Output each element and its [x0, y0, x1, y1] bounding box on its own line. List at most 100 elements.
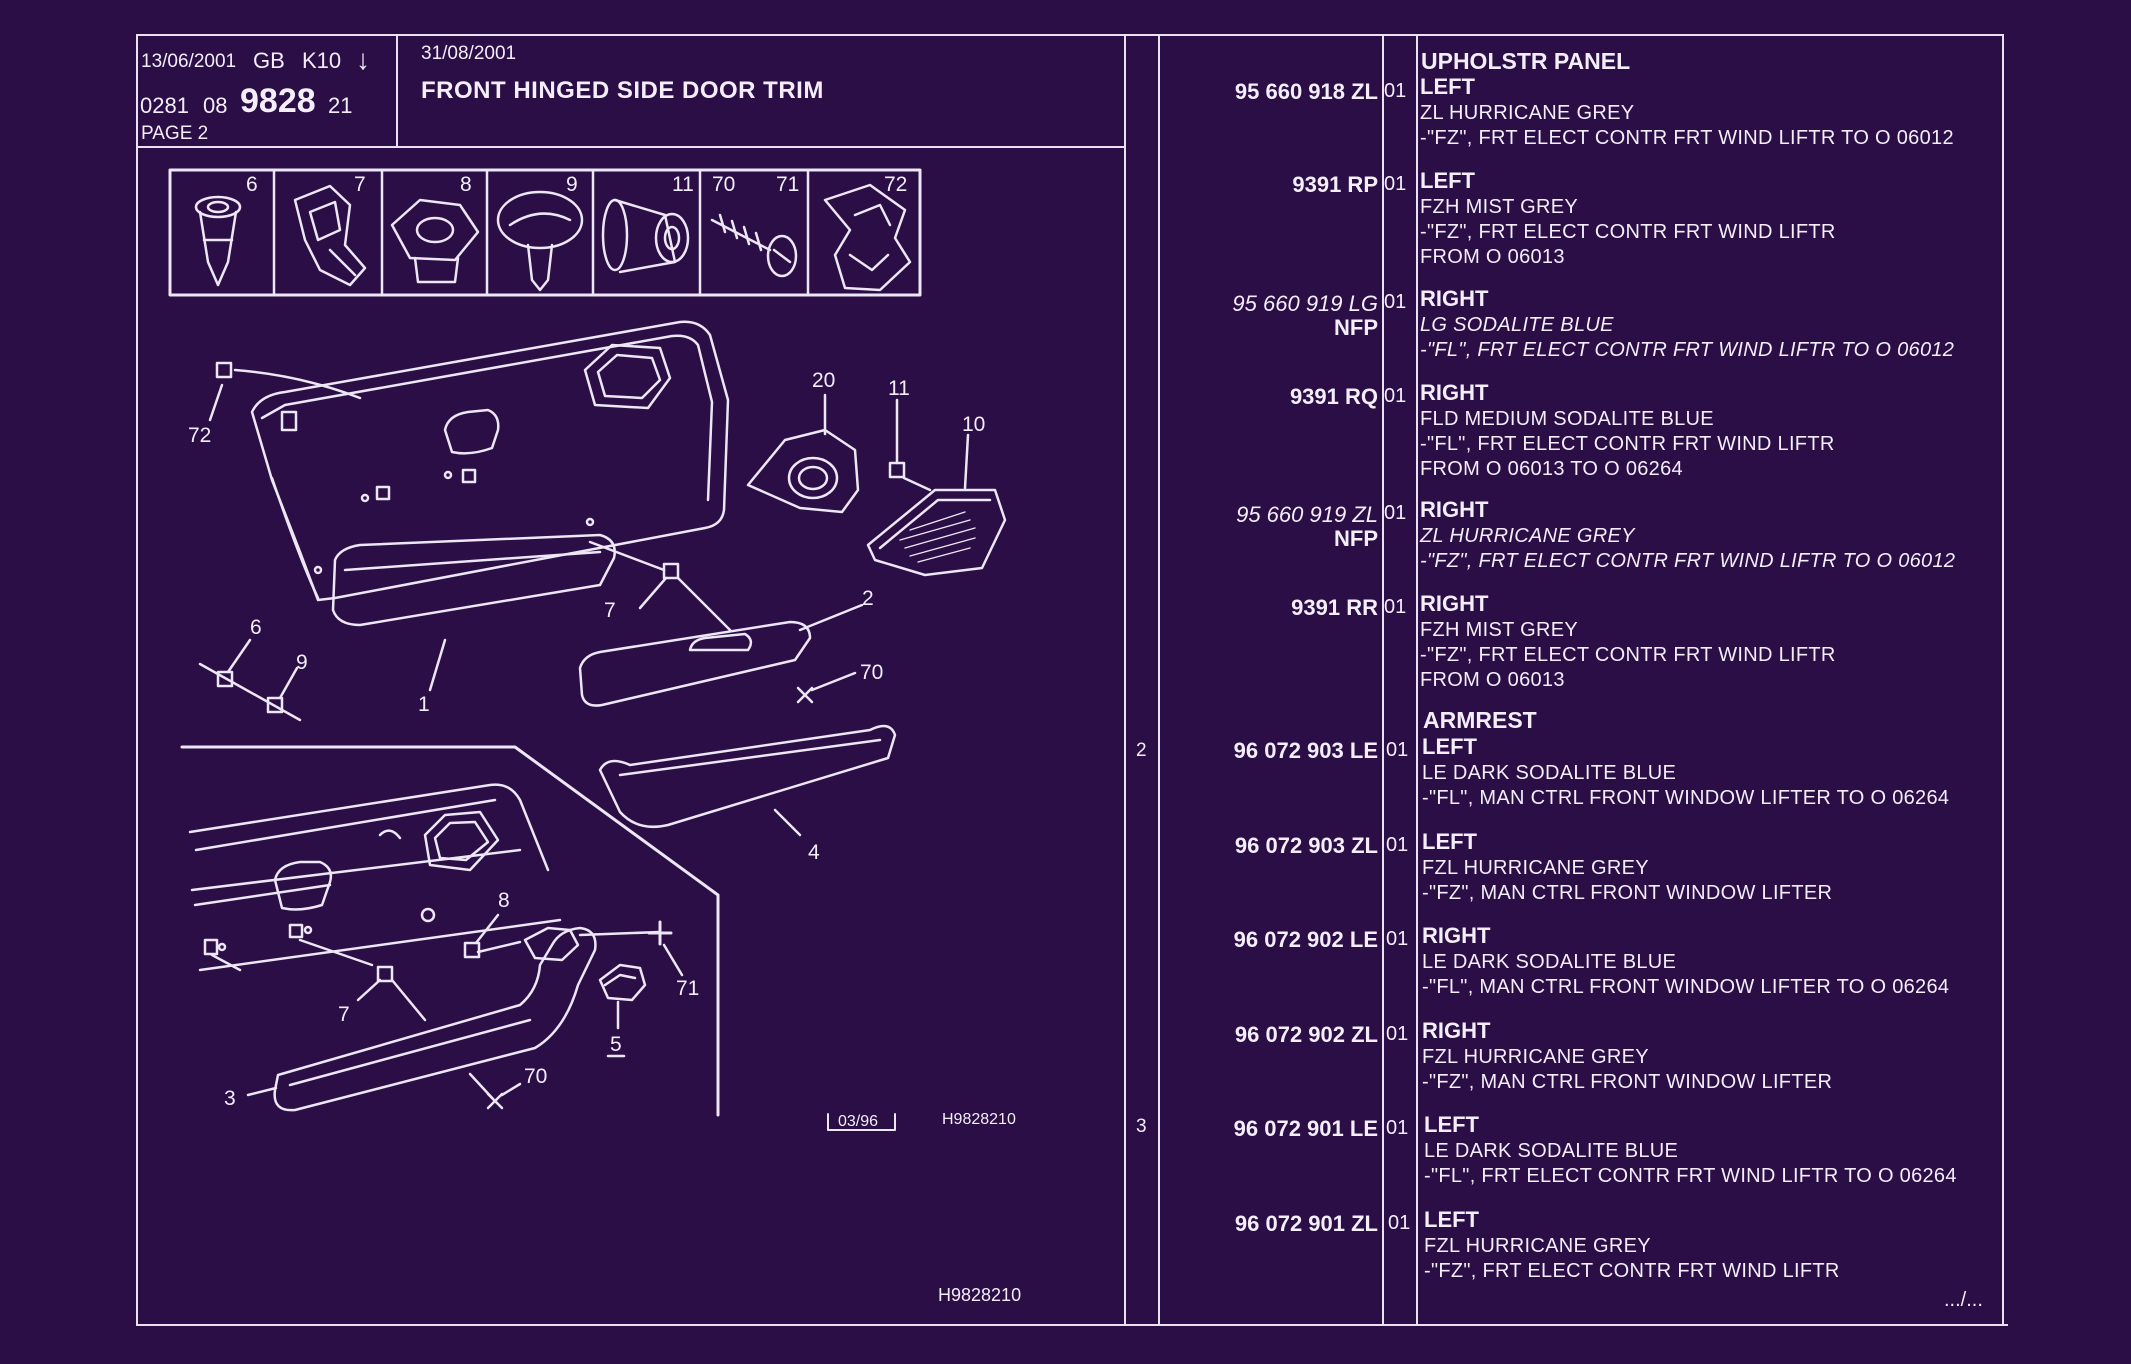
fastener-7-icon	[293, 184, 367, 287]
description-line: ZL HURRICANE GREY	[1420, 525, 1635, 547]
description-line: LG SODALITE BLUE	[1420, 314, 1614, 336]
part-entry: LEFT LE DARK SODALITE BLUE -"FL", FRT EL…	[1424, 1112, 1957, 1187]
part-entry: RIGHT LG SODALITE BLUE -"FL", FRT ELECT …	[1420, 288, 1955, 361]
side-label: LEFT	[1420, 168, 1475, 193]
column-divider-3	[1382, 34, 1384, 1326]
strip-label-72: 72	[884, 173, 908, 196]
frame-left	[136, 34, 138, 1326]
description-line: FZL HURRICANE GREY	[1422, 1046, 1649, 1068]
frame-right	[2002, 34, 2004, 1326]
quantity: 01	[1384, 291, 1407, 313]
ref-number-3: 3	[1136, 1116, 1147, 1137]
description-line: FZH MIST GREY	[1420, 619, 1578, 641]
frame-top	[136, 34, 2002, 36]
fastener-9-icon	[496, 190, 584, 292]
callout-2: 2	[862, 587, 874, 610]
quantity: 01	[1386, 928, 1409, 950]
side-label: LEFT	[1424, 1112, 1479, 1137]
part-number: 96 072 901 ZL	[1234, 1211, 1378, 1236]
side-label: RIGHT	[1422, 923, 1491, 948]
side-label: RIGHT	[1422, 1018, 1491, 1043]
header-divider	[136, 146, 1124, 148]
callout-3: 3	[224, 1087, 236, 1110]
inset-ref: H9828210	[942, 1111, 1016, 1128]
description-line: FROM O 06013	[1420, 246, 1565, 268]
continuation-marker: .../...	[1944, 1289, 1983, 1311]
description-line: -"FL", FRT ELECT CONTR FRT WIND LIFTR TO…	[1420, 339, 1955, 361]
fastener-72-icon	[823, 183, 912, 292]
inset-door	[188, 783, 562, 972]
header-page-label: PAGE 2	[141, 123, 209, 144]
side-label: LEFT	[1422, 734, 1477, 759]
section-heading-upholstr-panel: UPHOLSTR PANEL	[1421, 48, 1631, 74]
part-number: 95 660 919 ZL	[1236, 502, 1378, 527]
fastener-11-icon	[601, 198, 690, 274]
part-entry: RIGHT ZL HURRICANE GREY -"FZ", FRT ELECT…	[1420, 497, 1956, 572]
armrest-2	[578, 603, 864, 707]
part-entry: LEFT LE DARK SODALITE BLUE -"FL", MAN CT…	[1422, 734, 1949, 809]
strip-label-8: 8	[460, 173, 472, 196]
description-line: LE DARK SODALITE BLUE	[1422, 951, 1677, 973]
callout-10: 10	[962, 413, 986, 436]
part-number: 9391 RP	[1292, 172, 1378, 197]
header-arrow: ↓	[356, 44, 370, 75]
description-line: -"FZ", MAN CTRL FRONT WINDOW LIFTER	[1422, 882, 1833, 904]
side-label: LEFT	[1424, 1207, 1479, 1232]
fastener-strip	[168, 168, 922, 297]
quantity: 01	[1384, 385, 1407, 407]
description-line: FZL HURRICANE GREY	[1422, 857, 1649, 879]
description-line: -"FZ", FRT ELECT CONTR FRT WIND LIFTR TO…	[1420, 550, 1956, 572]
quantity: 01	[1384, 502, 1407, 524]
clip-5	[598, 963, 647, 1058]
part-number: 9391 RQ	[1289, 384, 1378, 409]
header-date-right: 31/08/2001	[421, 43, 517, 64]
header-page-no: 9828	[240, 82, 316, 120]
part-entry: RIGHT LE DARK SODALITE BLUE -"FL", MAN C…	[1422, 923, 1949, 998]
part-number: 96 072 903 LE	[1233, 738, 1378, 763]
callout-9: 9	[296, 651, 308, 674]
fastener-6-icon	[194, 195, 242, 287]
armrest-4	[598, 724, 897, 837]
part-number: 96 072 902 LE	[1233, 927, 1378, 952]
callout-8: 8	[498, 889, 510, 912]
header-date-left: 13/06/2001	[141, 51, 237, 72]
description-line: FLD MEDIUM SODALITE BLUE	[1420, 408, 1714, 430]
header-code-c: 21	[328, 93, 353, 118]
section-heading-armrest: ARMREST	[1423, 707, 1537, 733]
quantity: 01	[1384, 596, 1407, 618]
description-line: FROM O 06013 TO O 06264	[1420, 458, 1683, 480]
part-number: 9391 RR	[1291, 595, 1378, 620]
ref-number-2: 2	[1136, 740, 1147, 761]
quantity: 01	[1386, 1023, 1409, 1045]
part-number: 96 072 901 LE	[1233, 1116, 1378, 1141]
callout-6: 6	[250, 616, 262, 639]
strip-label-7: 7	[354, 173, 366, 196]
side-label: RIGHT	[1420, 380, 1489, 405]
description-line: LE DARK SODALITE BLUE	[1424, 1140, 1679, 1162]
part-entry: RIGHT FZH MIST GREY -"FZ", FRT ELECT CON…	[1420, 593, 1836, 691]
header-code-b: 08	[203, 93, 228, 118]
door-panel-1	[250, 320, 730, 627]
callout-72: 72	[188, 424, 212, 447]
pull-handle-3	[246, 926, 597, 1112]
description-line: -"FZ", FRT ELECT CONTR FRT WIND LIFTR TO…	[1420, 127, 1954, 149]
quantity: 01	[1386, 739, 1409, 761]
fastener-70-71-icon	[710, 213, 798, 278]
strip-label-70: 70	[712, 173, 736, 196]
description-line: ZL HURRICANE GREY	[1420, 102, 1635, 124]
column-divider-4	[1416, 34, 1418, 1326]
callout-7: 7	[604, 599, 616, 622]
callout-70-inset: 70	[524, 1065, 548, 1088]
header-region: GB	[253, 48, 285, 73]
strip-label-6: 6	[246, 173, 258, 196]
part-number-sub: NFP	[1334, 526, 1378, 551]
frame-bottom	[136, 1324, 2008, 1326]
strip-label-9: 9	[566, 173, 578, 196]
side-label: RIGHT	[1420, 497, 1489, 522]
strip-label-11: 11	[672, 173, 694, 196]
speaker-grille-10	[866, 433, 1007, 577]
drawing-ref: H9828210	[938, 1285, 1022, 1305]
side-label: LEFT	[1420, 74, 1475, 99]
callout-20: 20	[812, 369, 836, 392]
